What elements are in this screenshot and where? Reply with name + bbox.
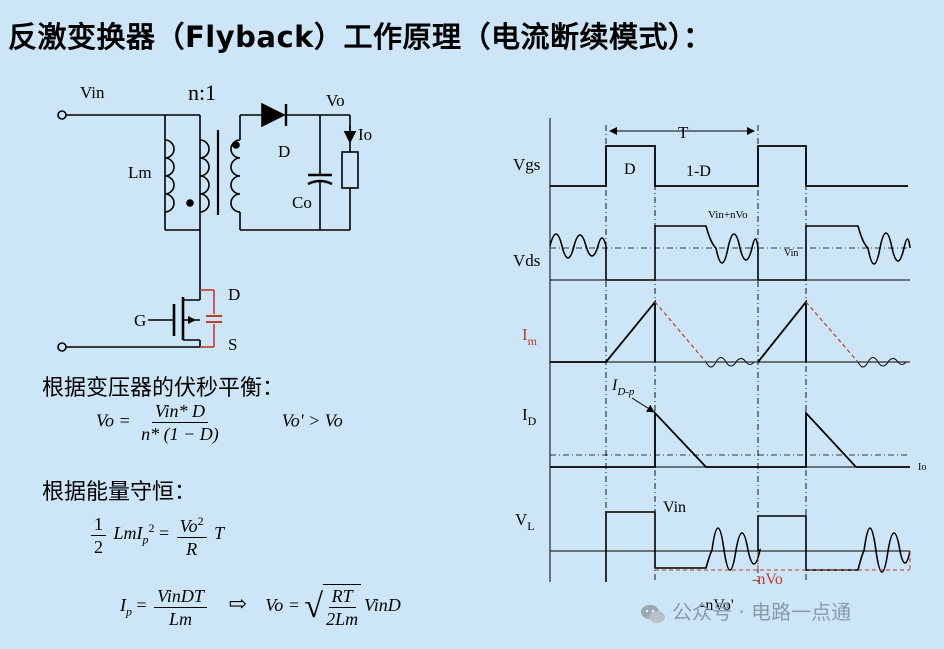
time-guides bbox=[605, 125, 807, 582]
vgs-label: Vgs bbox=[513, 155, 540, 174]
energy-heading: 根据能量守恒： bbox=[42, 480, 197, 505]
im-fall-2 bbox=[805, 301, 859, 363]
half-fraction: 1 2 bbox=[91, 513, 106, 558]
sqrt-fraction: RT 2Lm bbox=[323, 584, 362, 630]
im-ring-1 bbox=[705, 357, 755, 368]
drain-label: D bbox=[228, 285, 240, 304]
volt-second-heading: 根据变压器的伏秒平衡： bbox=[42, 376, 285, 401]
io-wave-label: Io bbox=[918, 462, 926, 473]
im-fall-1 bbox=[654, 301, 707, 363]
secondary-coil bbox=[230, 139, 241, 213]
wechat-icon bbox=[641, 604, 665, 623]
period-label: T bbox=[678, 123, 689, 142]
implies-arrow: ⇨ bbox=[228, 591, 247, 617]
im-wave bbox=[550, 299, 656, 363]
energy-equation: 1 2 LmIp2 = Vo2 R T bbox=[88, 510, 224, 560]
id-wave bbox=[550, 410, 910, 468]
vl-vin-label: Vin bbox=[663, 499, 686, 516]
source-label: S bbox=[228, 335, 237, 354]
vo-fraction: Vin* D n* (1 − D) bbox=[138, 400, 222, 445]
vo-denominator: n* (1 − D) bbox=[141, 424, 219, 444]
lm-coil bbox=[164, 139, 175, 213]
im-wave-2 bbox=[757, 299, 807, 363]
id-peak-arrow bbox=[631, 397, 655, 413]
primary-dot bbox=[186, 199, 194, 207]
co-label: Co bbox=[292, 193, 312, 212]
flyback-circuit bbox=[57, 102, 359, 352]
vo-lhs: Vo = bbox=[96, 410, 131, 431]
ip-fraction: VinDT Lm bbox=[154, 585, 207, 630]
primary-coil bbox=[199, 139, 210, 213]
lm-ip: LmI bbox=[113, 523, 143, 544]
vin-label: Vin bbox=[80, 83, 105, 102]
gnd-terminal bbox=[57, 342, 67, 352]
volt-second-equation: Vo = Vin* D n* (1 − D) Vo' > Vo bbox=[96, 400, 343, 445]
id-peak-label: ID-p bbox=[611, 377, 635, 398]
vo2-fraction: Vo2 R bbox=[176, 510, 207, 560]
vin-nvo-label: Vin+nVo bbox=[708, 209, 748, 221]
gate-label: G bbox=[134, 311, 146, 330]
vgs-wave bbox=[550, 145, 908, 187]
page-title: 反激变换器（Flyback）工作原理（电流断续模式）： bbox=[8, 20, 713, 54]
im-label: Im bbox=[522, 325, 538, 348]
ip-equation: Ip = VinDT Lm ⇨ Vo = √ RT 2Lm VinD bbox=[120, 584, 401, 630]
vo-numerator: Vin* D bbox=[151, 400, 209, 423]
mosfet-parasitic bbox=[200, 289, 222, 348]
load-resistor bbox=[341, 151, 359, 189]
secondary-dot bbox=[232, 141, 240, 149]
vo-label: Vo bbox=[326, 91, 345, 110]
ratio-label: n:1 bbox=[188, 80, 216, 105]
vl-neg2-label: -nVo' bbox=[700, 597, 734, 614]
output-diode bbox=[261, 102, 286, 128]
watermark: 公众号 · 电路一点通 bbox=[640, 596, 851, 625]
vl-label: VL bbox=[515, 510, 535, 533]
off-duty-label: 1-D bbox=[686, 163, 711, 180]
vin-level-label: Vin bbox=[784, 248, 798, 259]
id-label: ID bbox=[522, 405, 537, 428]
duty-label: D bbox=[624, 161, 636, 178]
io-label: Io bbox=[358, 125, 372, 144]
diode-label: D bbox=[278, 142, 290, 161]
vin-terminal bbox=[57, 110, 67, 120]
vds-wave bbox=[549, 225, 911, 281]
vo-relation: Vo' > Vo bbox=[281, 410, 343, 431]
lm-label: Lm bbox=[128, 163, 152, 182]
vl-neg-label: -nVo bbox=[752, 571, 783, 588]
vds-label: Vds bbox=[513, 251, 540, 270]
sqrt-sign: √ bbox=[304, 588, 324, 625]
im-ring-2 bbox=[857, 357, 907, 368]
